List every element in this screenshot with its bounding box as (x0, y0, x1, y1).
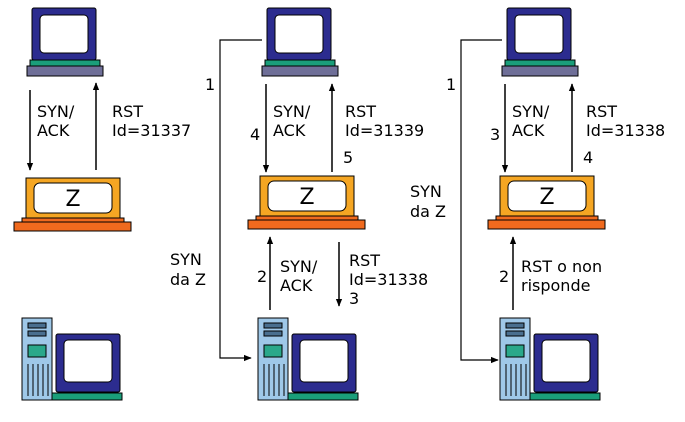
panel-1: SYN/ ACK RST Id=31337 Z (13, 7, 191, 401)
synack-low-label-line1: SYN/ (280, 257, 318, 276)
zombie-label: Z (539, 185, 554, 210)
server-led-2 (27, 330, 47, 337)
zombie-computer-icon: Z (487, 175, 606, 230)
rst-low-label-line2: Id=31338 (349, 270, 428, 289)
syn-from-z-connector (219, 39, 262, 362)
zombie-label: Z (299, 185, 314, 210)
syn-label-line1: SYN (410, 182, 442, 201)
step-4-label: 4 (583, 148, 593, 167)
server-vents (27, 364, 49, 396)
syn-label-line2: da Z (170, 270, 206, 289)
monitor-stand (261, 65, 339, 77)
synack-label-line2: ACK (37, 121, 70, 140)
step-2-label: 2 (499, 267, 509, 286)
rst-top-label-line2: Id=31338 (586, 121, 665, 140)
server-computer-icon (257, 317, 359, 401)
monitor-base (287, 392, 359, 401)
zombie-base (247, 219, 366, 230)
step-3-label: 3 (349, 289, 359, 308)
syn-label-line2: da Z (410, 202, 446, 221)
monitor-base (529, 392, 601, 401)
synack-label-line2: ACK (273, 121, 306, 140)
rst-label-line2: Id=31337 (112, 121, 191, 140)
step-2-label: 2 (257, 267, 267, 286)
synack-label-line1: SYN/ (273, 102, 311, 121)
monitor-screen (514, 14, 564, 54)
monitor-screen (299, 339, 349, 383)
zombie-computer-icon: Z (247, 175, 366, 230)
server-led-2 (263, 330, 283, 337)
monitor-screen (39, 14, 89, 54)
step-4-label: 4 (250, 125, 260, 144)
monitor-stand (26, 65, 104, 77)
step-1-label: 1 (446, 75, 456, 94)
monitor-base (264, 59, 336, 67)
step-3-label: 3 (490, 125, 500, 144)
server-led-1 (505, 322, 525, 329)
monitor-screen (63, 339, 113, 383)
zombie-base-top (495, 215, 599, 221)
rst-top-label-line1: RST (345, 102, 376, 121)
rst-top-label-line2: Id=31339 (345, 121, 424, 140)
zombie-base-top (21, 217, 125, 223)
server-led-1 (27, 322, 47, 329)
server-vents (263, 364, 285, 396)
attacker-server-icon (21, 317, 123, 401)
panel-3: 1 SYN da Z SYN/ ACK 3 RST Id=31338 4 Z 2… (410, 7, 665, 401)
server-led-2 (505, 330, 525, 337)
server-drive (27, 344, 47, 358)
server-led-1 (263, 322, 283, 329)
rst-label-line1: RST (112, 102, 143, 121)
zombie-screen (507, 180, 587, 212)
server-vents (505, 364, 527, 396)
rst-top-label-line1: RST (586, 102, 617, 121)
rst-low-label-line1: RST (349, 251, 380, 270)
zombie-computer-icon: Z (13, 177, 132, 232)
zombie-base-top (255, 215, 359, 221)
monitor-base (504, 59, 576, 67)
synack-label-line2: ACK (512, 121, 545, 140)
rst-low-label-line2: risponde (521, 276, 590, 295)
step-5-label: 5 (343, 148, 353, 167)
target-computer-icon (261, 7, 339, 77)
zombie-label: Z (65, 187, 80, 212)
monitor-stand (501, 65, 579, 77)
server-drive (263, 344, 283, 358)
target-computer-icon (501, 7, 579, 77)
rst-low-label-line1: RST o non (521, 257, 602, 276)
monitor-screen (541, 339, 591, 383)
step-1-label: 1 (205, 75, 215, 94)
target-computer-icon (26, 7, 104, 77)
server-drive (505, 344, 525, 358)
monitor-screen (274, 14, 324, 54)
zombie-base (487, 219, 606, 230)
syn-label-line1: SYN (170, 250, 202, 269)
monitor-base (29, 59, 101, 67)
panel-2: 1 SYN da Z SYN/ ACK 4 RST Id=31339 5 Z 2… (170, 7, 428, 401)
zombie-screen (33, 182, 113, 214)
syn-from-z-connector (460, 39, 502, 364)
monitor-base (51, 392, 123, 401)
synack-label-line1: SYN/ (37, 102, 75, 121)
server-computer-icon (499, 317, 601, 401)
synack-label-line1: SYN/ (512, 102, 550, 121)
synack-low-label-line2: ACK (280, 276, 313, 295)
zombie-screen (267, 180, 347, 212)
zombie-base (13, 221, 132, 232)
zombie-host-1: SYN/ ACK RST Id=31337 Z (13, 7, 191, 232)
